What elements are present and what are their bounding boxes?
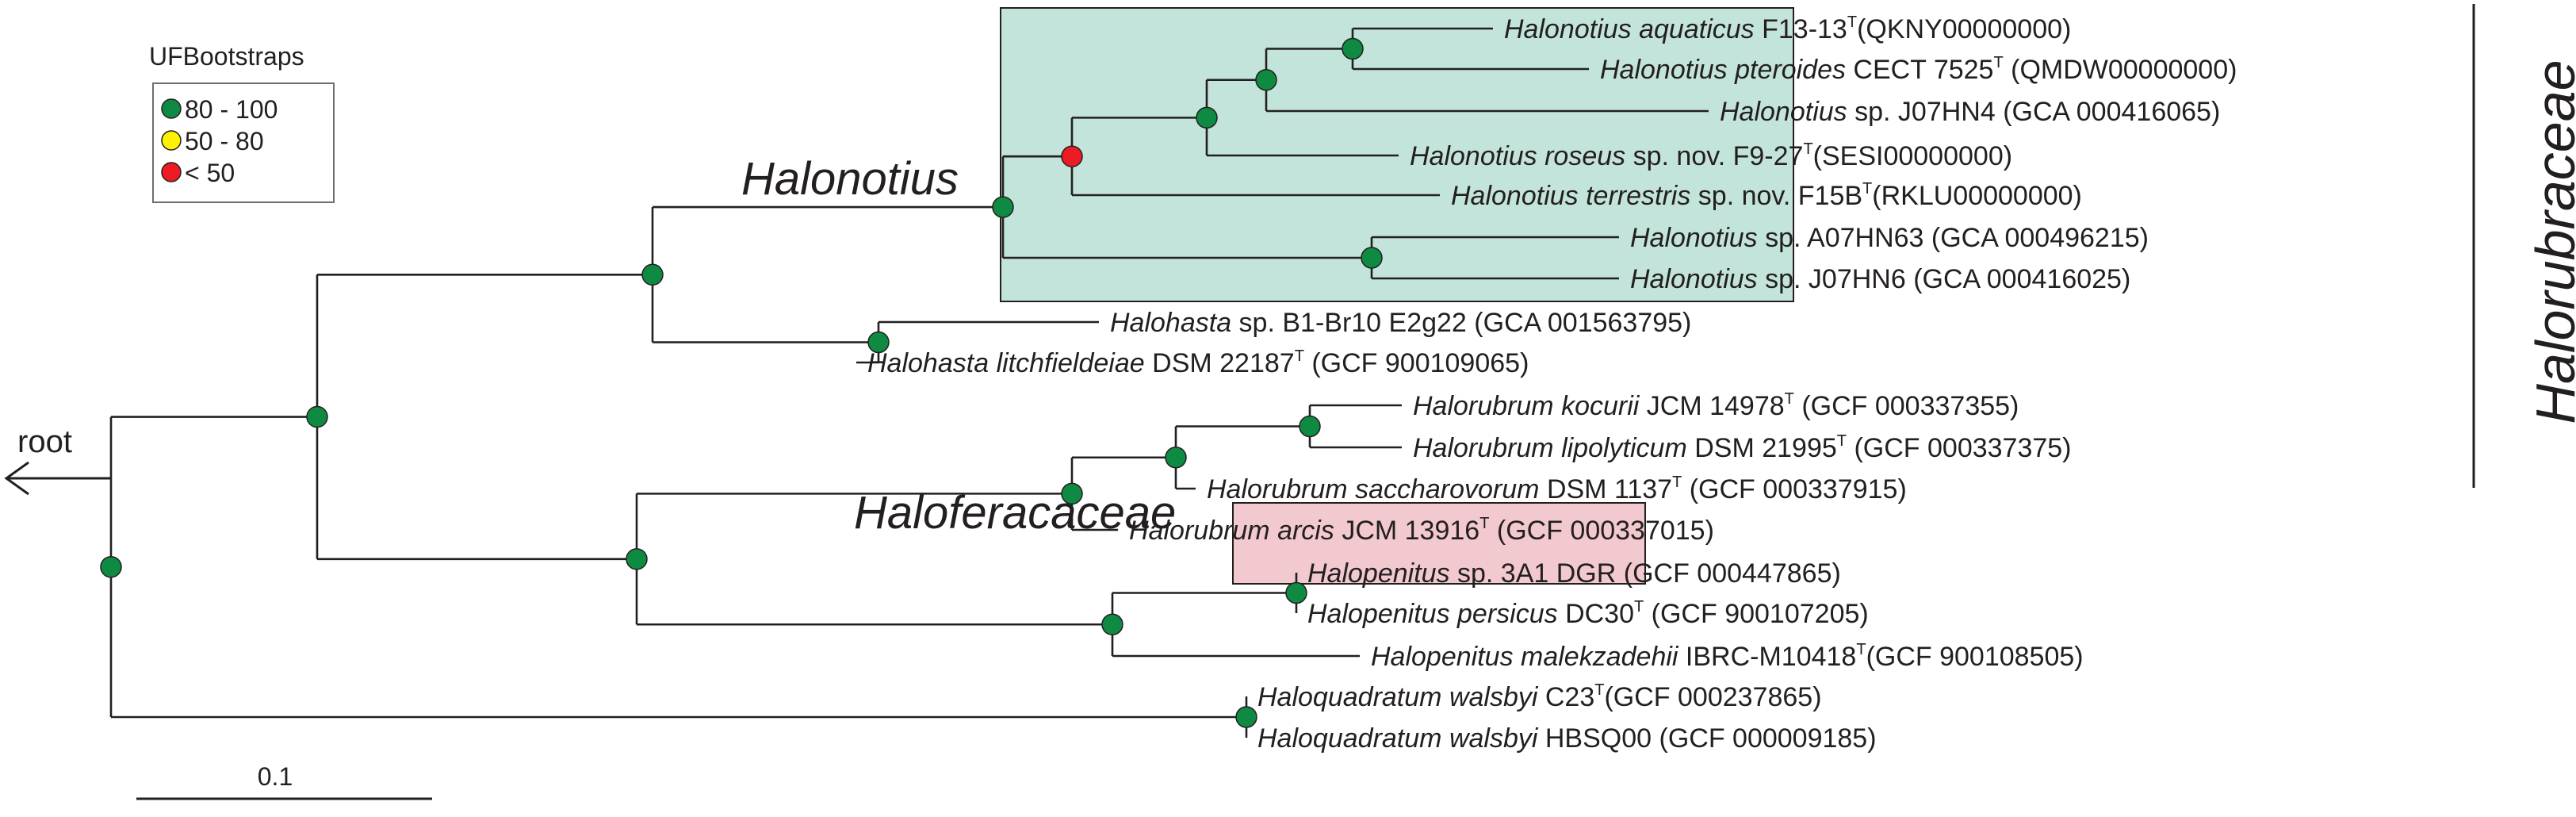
bootstrap-node-n_a — [641, 263, 664, 286]
bootstrap-node-n_hln — [992, 196, 1014, 218]
bootstrap-node-n_g — [1165, 447, 1187, 469]
legend-entry-label: 80 - 100 — [185, 95, 278, 124]
legend-marker — [161, 162, 182, 182]
leaf-label: Halonotius pteroides CECT 7525T (QMDW000… — [1600, 54, 2237, 85]
scale-label: 0.1 — [258, 762, 293, 791]
bootstrap-node-n_f — [626, 548, 648, 570]
legend-title: UFBootstraps — [149, 42, 304, 71]
bootstrap-node-n_hq — [1235, 706, 1257, 728]
bootstrap-node-n1 — [306, 405, 328, 428]
leaf-label: Halonotius sp. A07HN63 (GCA 000496215) — [1630, 223, 2149, 253]
bootstrap-node-n_h — [1299, 415, 1321, 438]
leaf-label: Halopenitus sp. 3A1 DGR (GCF 000447865) — [1307, 558, 1841, 589]
haloferacaceae-clade-highlight — [1232, 502, 1646, 585]
leaf-label: Halonotius roseus sp. nov. F9-27T(SESI00… — [1410, 140, 2012, 171]
haloferacaceae-clade-label: Haloferacaceae — [854, 487, 1176, 539]
leaf-label: Halopenitus malekzadehii IBRC-M10418T(GC… — [1371, 641, 2084, 672]
leaf-label: Haloquadratum walsbyi C23T(GCF 000237865… — [1257, 681, 1822, 712]
leaf-label: Haloquadratum walsbyi HBSQ00 (GCF 000009… — [1257, 723, 1877, 754]
legend-entries: 80 - 100 50 - 80 < 50 — [161, 95, 278, 187]
family-label: Halorubraceae — [2524, 59, 2576, 424]
bootstrap-node-n_i — [1285, 581, 1307, 604]
bootstrap-node-root — [100, 556, 122, 578]
bootstrap-node-n_hr — [1061, 482, 1083, 505]
leaf-label: Halopenitus persicus DC30T (GCF 90010720… — [1307, 598, 1869, 629]
bootstrap-node-n_e — [1361, 247, 1383, 269]
leaf-label: Halonotius sp. J07HN6 (GCA 000416025) — [1630, 264, 2130, 294]
bootstrap-node-n_hh — [867, 331, 890, 354]
root-label: root — [17, 424, 72, 459]
tree-nodes — [100, 37, 1383, 728]
leaf-label: Halonotius terrestris sp. nov. F15BT(RKL… — [1451, 180, 2082, 211]
legend-marker — [161, 130, 182, 151]
bootstrap-node-n_d — [1342, 37, 1364, 60]
leaf-label: Halorubrum lipolyticum DSM 21995T (GCF 0… — [1413, 432, 2072, 463]
leaf-label: Halonotius aquaticus F13-13T(QKNY0000000… — [1504, 13, 2071, 44]
legend-entry-label: 50 - 80 — [185, 127, 264, 155]
leaf-label: Halorubrum kocurii JCM 14978T (GCF 00033… — [1413, 390, 2019, 421]
bootstrap-node-n_b — [1196, 106, 1218, 129]
halonotius-clade-label: Halonotius — [741, 153, 959, 205]
leaf-label: Halohasta sp. B1-Br10 E2g22 (GCA 0015637… — [1110, 308, 1691, 338]
leaf-label: Halohasta litchfieldeiae DSM 22187T (GCF… — [867, 347, 1529, 378]
leaf-label: Halonotius sp. J07HN4 (GCA 000416065) — [1720, 97, 2220, 127]
bootstrap-node-n_c — [1255, 69, 1277, 91]
leaf-labels: Halonotius aquaticus F13-13T(QKNY0000000… — [867, 13, 2237, 754]
legend-entry-label: < 50 — [185, 159, 235, 187]
root-arrow — [4, 461, 111, 496]
leaf-label: Halorubrum arcis JCM 13916T (GCF 0003370… — [1129, 515, 1714, 546]
legend-box — [152, 82, 335, 203]
bootstrap-node-n_red — [1061, 145, 1083, 167]
legend-marker — [161, 98, 182, 119]
bootstrap-node-n_hp — [1101, 613, 1123, 635]
leaf-label: Halorubrum saccharovorum DSM 1137T (GCF … — [1207, 474, 1907, 504]
